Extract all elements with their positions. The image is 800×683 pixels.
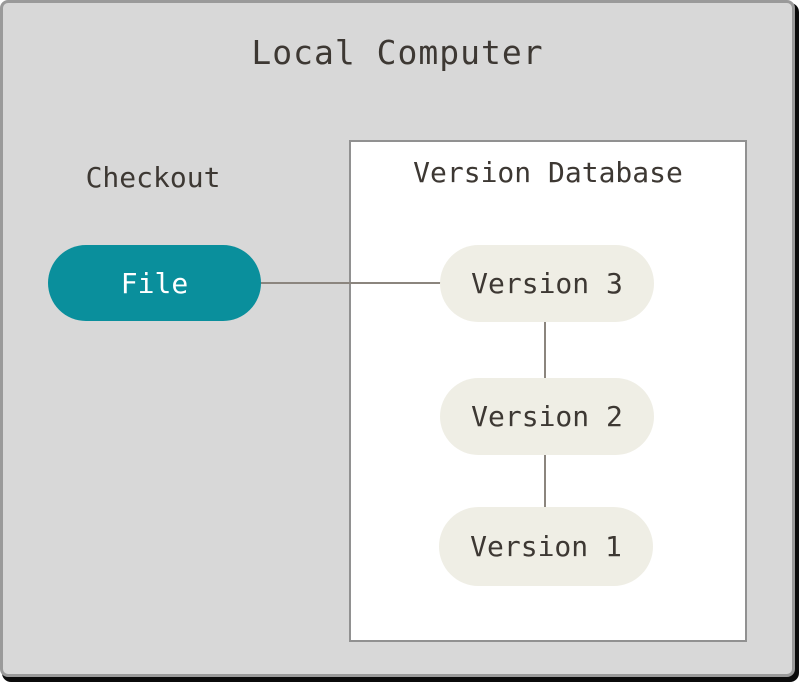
version-node-1: Version 1 [439, 507, 653, 586]
version-database-label: Version Database [413, 156, 683, 189]
file-node: File [48, 245, 261, 321]
checkout-section-label: Checkout [85, 161, 221, 194]
version-node-2: Version 2 [440, 378, 654, 455]
version-node-3: Version 3 [440, 245, 654, 322]
diagram-title: Local Computer [251, 33, 544, 72]
connector-file-to-version3 [259, 282, 441, 284]
connector-version2-to-version1 [544, 455, 546, 508]
connector-version3-to-version2 [544, 322, 546, 379]
